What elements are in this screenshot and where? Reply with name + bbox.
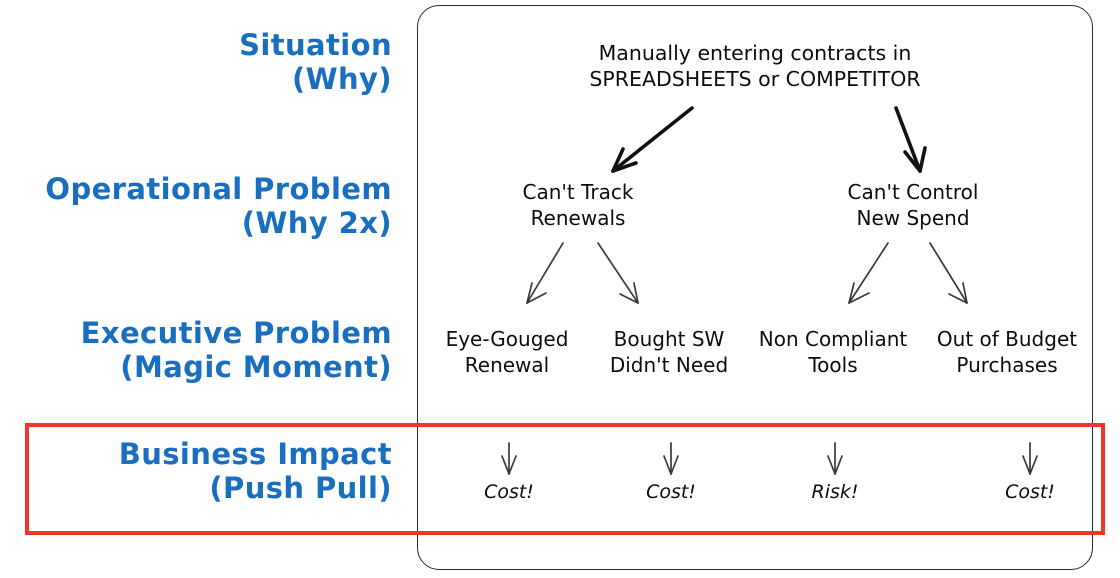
- node-line2: Renewal: [464, 352, 550, 377]
- node-business-impact-3: Cost!: [1005, 481, 1055, 503]
- node-root-situation: Manually entering contracts in SPREADSHE…: [589, 40, 920, 92]
- stage-label-business-impact: Business Impact (Push Pull): [0, 437, 392, 505]
- node-line1: Can't Track: [522, 180, 634, 204]
- diagram-container-border: [417, 5, 1093, 570]
- node-operational-problem-0: Can't Track Renewals: [523, 180, 634, 231]
- node-executive-problem-1: Bought SW Didn't Need: [610, 327, 728, 378]
- stage-label-line2: (Why 2x): [241, 206, 392, 241]
- stage-label-situation: Situation (Why): [0, 28, 392, 96]
- node-executive-problem-3: Out of Budget Purchases: [937, 327, 1077, 378]
- stage-label-line2: (Magic Moment): [120, 350, 392, 385]
- stage-label-line1: Business Impact: [118, 437, 392, 471]
- node-business-impact-2: Risk!: [811, 481, 859, 503]
- stage-label-operational-problem: Operational Problem (Why 2x): [0, 172, 392, 240]
- stage-label-executive-problem: Executive Problem (Magic Moment): [0, 316, 392, 384]
- node-executive-problem-2: Non Compliant Tools: [759, 327, 908, 378]
- node-line2: Renewals: [530, 205, 626, 230]
- node-line1: Manually entering contracts in: [598, 41, 912, 65]
- node-business-impact-0: Cost!: [484, 481, 534, 503]
- node-line2: New Spend: [856, 205, 970, 230]
- node-line1: Can't Control: [847, 180, 979, 204]
- node-operational-problem-1: Can't Control New Spend: [848, 180, 979, 231]
- stage-label-line1: Executive Problem: [80, 316, 392, 350]
- node-line2: SPREADSHEETS or COMPETITOR: [589, 67, 921, 92]
- node-line1: Bought SW: [613, 327, 725, 351]
- node-business-impact-1: Cost!: [646, 481, 696, 503]
- stage-label-line2: (Push Pull): [209, 471, 392, 506]
- node-line2: Tools: [808, 352, 858, 377]
- node-line1: Out of Budget: [936, 327, 1078, 351]
- node-line1: Non Compliant: [758, 327, 908, 351]
- stage-label-line1: Operational Problem: [45, 172, 392, 206]
- node-line2: Didn't Need: [609, 352, 729, 377]
- node-line1: Eye-Gouged: [445, 327, 569, 351]
- node-line2: Purchases: [956, 352, 1058, 377]
- stage-label-line2: (Why): [291, 62, 392, 97]
- stage-label-line1: Situation: [239, 28, 392, 62]
- node-executive-problem-0: Eye-Gouged Renewal: [446, 327, 569, 378]
